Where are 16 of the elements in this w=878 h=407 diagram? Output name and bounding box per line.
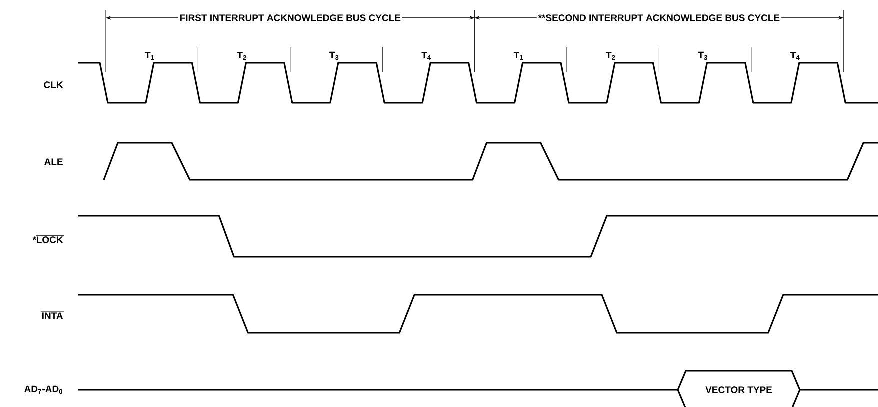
signal-name: *LOCK [32,236,64,244]
state-label: T$_{1}$ [514,52,524,60]
signal-name: INTA [40,312,64,320]
state-label: T$_{3}$ [330,52,339,60]
state-label: T$_{4}$ [790,52,800,60]
signal-name: ALE [44,158,63,166]
state-label: T$_{3}$ [698,52,708,60]
cycle-heading: FIRST INTERRUPT ACKNOWLEDGE BUS CYCLE [178,13,402,23]
state-label: T$_{1}$ [145,52,154,60]
state-label: T$_{4}$ [422,52,432,60]
cycle-heading: **SECOND INTERRUPT ACKNOWLEDGE BUS CYCLE [536,13,782,23]
state-label: T$_{2}$ [237,52,246,60]
state-label: T$_{2}$ [606,52,616,60]
signal-name: AD$_{7}$-AD$_{0}$ [24,386,63,394]
bus-data-hexagon: VECTOR TYPE [677,370,801,407]
signal-name: CLK [44,82,64,88]
